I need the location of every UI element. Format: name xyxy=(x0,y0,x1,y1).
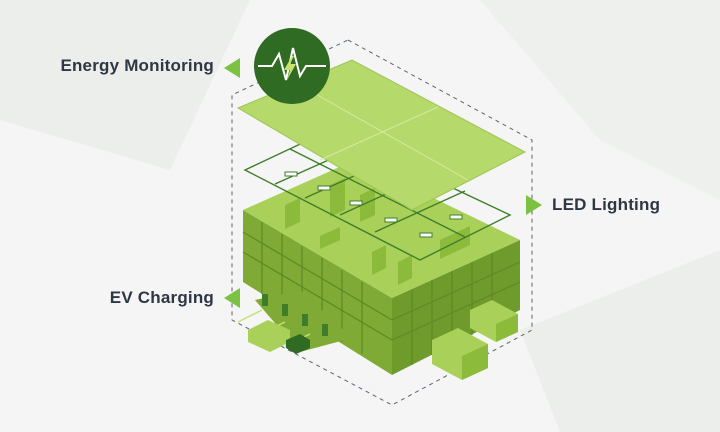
led-pointer-icon xyxy=(526,195,542,215)
roof-seams xyxy=(295,82,469,181)
interior-partitions xyxy=(285,178,470,285)
ev-truck xyxy=(248,320,290,352)
energy-monitoring-label: Energy Monitoring xyxy=(60,56,214,75)
ev-pointer-icon xyxy=(224,288,240,308)
building-left-wall xyxy=(243,210,392,375)
building-right-wall xyxy=(392,240,520,375)
delivery-trucks xyxy=(432,300,518,380)
lightning-bolt-icon xyxy=(284,56,296,80)
ev-car xyxy=(286,334,310,354)
background-shape xyxy=(0,0,250,170)
dashed-outline xyxy=(231,39,533,406)
background-shape xyxy=(520,250,720,432)
ev-charging-area xyxy=(237,290,352,354)
led-lighting-label: LED Lighting xyxy=(552,195,661,214)
ev-charging-label: EV Charging xyxy=(109,288,214,307)
background-shape xyxy=(480,0,720,200)
energy-pointer-icon xyxy=(224,58,240,78)
